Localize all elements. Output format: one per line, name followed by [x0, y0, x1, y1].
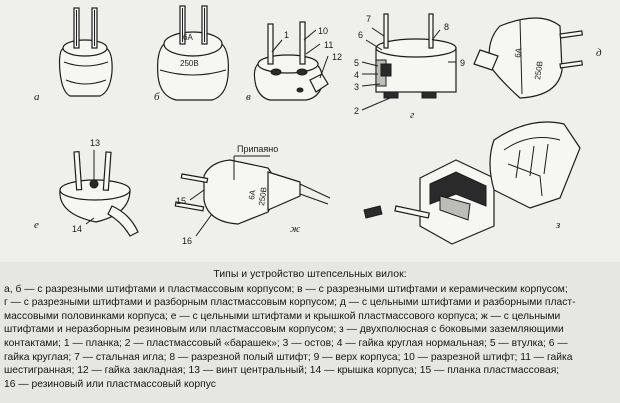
caption-body: а, б — с разрезными штифтами и пластмасс… [4, 283, 616, 392]
part-number-9: 9 [460, 58, 465, 68]
plug-b-voltage-stamp: 250В [180, 59, 199, 68]
plug-b-drawing [157, 5, 229, 101]
plug-v-drawing [253, 21, 329, 101]
caption-line: 16 — резиновый или пластмассовый корпус [4, 378, 216, 390]
part-number-2: 2 [354, 106, 359, 116]
plug-z-drawing [363, 121, 581, 245]
panel-letter-g: г [410, 109, 415, 121]
caption-line: г — с разрезными штифтами и разборным пл… [4, 297, 576, 309]
caption-title: Типы и устройство штепсельных вилок: [213, 268, 407, 280]
plug-d-current-stamp: 6А [513, 47, 523, 59]
panel-letter-zh: ж [290, 223, 301, 235]
part-number-6: 6 [358, 30, 363, 40]
panel-letter-e: е [34, 219, 39, 231]
part-number-11: 11 [324, 40, 333, 50]
caption-line: штифтами и неразборным резиновым или пла… [4, 324, 564, 336]
plug-g-drawing [361, 13, 457, 111]
panel-letter-v: в [246, 91, 251, 103]
caption-line: массовыми половинками корпуса; е — с цел… [4, 310, 561, 322]
plug-d-voltage-stamp: 250В [533, 61, 545, 81]
panel-letter-b: б [154, 91, 160, 103]
caption-line: гайка круглая; 7 — стальная игла; 8 — ра… [4, 351, 573, 363]
plug-illustration: а 6А 250В б 1 10 11 12 в [34, 5, 602, 246]
caption-line: шестигранная; 12 — гайка закладная; 13 —… [4, 365, 560, 377]
part-number-8: 8 [444, 22, 449, 32]
part-number-4: 4 [354, 70, 359, 80]
part-number-12: 12 [332, 52, 342, 62]
panel-letter-d: д [596, 47, 602, 59]
plug-a-drawing [58, 7, 113, 97]
part-number-14: 14 [72, 224, 82, 234]
part-number-15: 15 [176, 196, 186, 206]
plug-b-current-stamp: 6А [183, 33, 193, 42]
plug-zh-voltage-stamp: 250В [257, 187, 269, 207]
part-number-7: 7 [366, 14, 371, 24]
caption-line: а, б — с разрезными штифтами и пластмасс… [4, 283, 568, 295]
part-number-16: 16 [182, 236, 192, 246]
plug-zh-current-stamp: 6А [247, 189, 257, 201]
caption-line: контактами; 1 — планка; 2 — пластмассовы… [4, 337, 568, 349]
part-number-1: 1 [284, 30, 289, 40]
part-number-10: 10 [318, 26, 328, 36]
plug-d-drawing [473, 17, 584, 99]
part-number-3: 3 [354, 82, 359, 92]
plug-zh-drawing [174, 155, 331, 237]
panel-letter-z: з [555, 219, 560, 231]
figure-caption: Типы и устройство штепсельных вилок: а, … [0, 262, 620, 403]
plug-e-drawing [59, 150, 139, 237]
part-number-13: 13 [90, 138, 100, 148]
part-number-5: 5 [354, 58, 359, 68]
panel-letter-a: а [34, 91, 40, 103]
plug-drawings: а 6А 250В б 1 10 11 12 в [34, 5, 602, 246]
soldered-label: Припаяно [237, 144, 278, 154]
